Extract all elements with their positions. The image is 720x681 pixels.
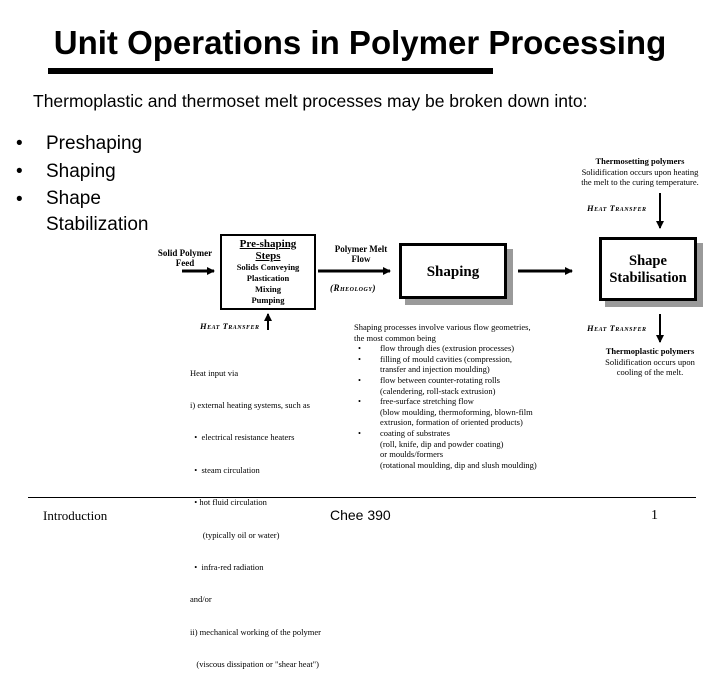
diagram-arrows (182, 193, 664, 343)
preshaping-box: Pre-shaping Steps Solids Conveying Plast… (220, 234, 316, 310)
bullet-item: •Shaping (16, 158, 166, 186)
shaping-process-item: • filling of mould cavities (compression… (358, 353, 512, 375)
shaping-process-item: • free-surface stretching flow (blow mou… (358, 396, 533, 428)
footer-divider (28, 497, 696, 498)
thermoplastic-note: Thermoplastic polymers Solidification oc… (605, 346, 695, 377)
preshaping-items: Solids Conveying Plastication Mixing Pum… (236, 262, 300, 305)
bullet-dot: • (16, 161, 23, 182)
heat-transfer-label-left: Heat Transfer (200, 321, 260, 331)
rheology-label: (Rheology) (330, 283, 376, 293)
solid-feed-label: Solid Polymer Feed (157, 248, 213, 268)
title-underline (48, 68, 493, 74)
page-title: Unit Operations in Polymer Processing (53, 24, 667, 61)
heat-input-list: Heat input via i) external heating syste… (190, 367, 321, 670)
footer-course-code: Chee 390 (330, 507, 391, 523)
bullet-dot: • (16, 189, 23, 210)
heat-transfer-label-top: Heat Transfer (587, 203, 647, 213)
bullet-item: •Preshaping (16, 130, 166, 158)
bullet-item: •Shape Stabilization (16, 188, 149, 235)
melt-flow-label: Polymer Melt Flow (334, 244, 388, 264)
footer-section-label: Introduction (43, 508, 108, 523)
preshaping-title: Pre-shaping Steps (239, 238, 297, 262)
stabilisation-box: Shape Stabilisation (599, 237, 697, 301)
bullet-dot: • (16, 133, 23, 154)
thermosetting-note: Thermosetting polymers Solidification oc… (581, 156, 699, 187)
bullet-list: •Preshaping •Shaping •Shape Stabilizatio… (16, 130, 166, 239)
page-number: 1 (651, 508, 658, 523)
heat-transfer-label-right: Heat Transfer (587, 323, 647, 333)
shaping-box: Shaping (399, 243, 507, 299)
shaping-process-item: • coating of substrates (roll, knife, di… (358, 427, 537, 470)
subtitle: Thermoplastic and thermoset melt process… (33, 91, 588, 111)
shaping-process-item: • flow through dies (extrusion processes… (358, 343, 515, 354)
shaping-process-item: • flow between counter-rotating rolls (c… (358, 374, 500, 396)
shaping-processes: Shaping processes involve various flow g… (354, 322, 579, 470)
